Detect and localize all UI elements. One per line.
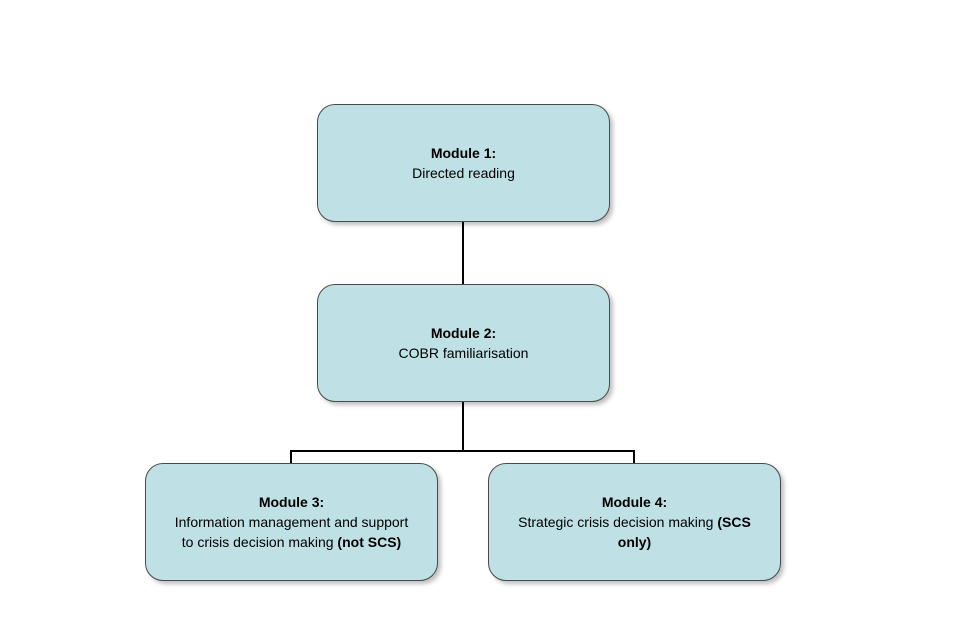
- module-3-title: Module 3:: [258, 494, 325, 510]
- module-2-description: COBR familiarisation: [398, 345, 529, 361]
- module-3-description-line2: to crisis decision making: [181, 534, 334, 550]
- module-2-box: Module 2: COBR familiarisation: [317, 284, 610, 402]
- connector-branch-module3: [290, 450, 292, 463]
- module-3-box: Module 3: Information management and sup…: [145, 463, 438, 581]
- module-3-description-line1: Information management and support: [174, 514, 409, 530]
- module-4-box: Module 4: Strategic crisis decision maki…: [488, 463, 781, 581]
- module-1-box: Module 1: Directed reading: [317, 104, 610, 222]
- module-4-description: Strategic crisis decision making: [518, 514, 714, 530]
- module-4-qualifier-part1: (SCS: [717, 514, 751, 530]
- module-4-title: Module 4:: [601, 494, 668, 510]
- connector-branch-horizontal: [290, 450, 635, 452]
- module-2-title: Module 2:: [430, 325, 497, 341]
- connector-module2-branch: [462, 402, 464, 451]
- module-1-title: Module 1:: [430, 145, 497, 161]
- module-1-description: Directed reading: [412, 165, 515, 181]
- module-4-qualifier-part2: only): [617, 534, 652, 550]
- connector-module1-module2: [462, 222, 464, 284]
- module-3-qualifier: (not SCS): [337, 534, 402, 550]
- connector-branch-module4: [633, 450, 635, 463]
